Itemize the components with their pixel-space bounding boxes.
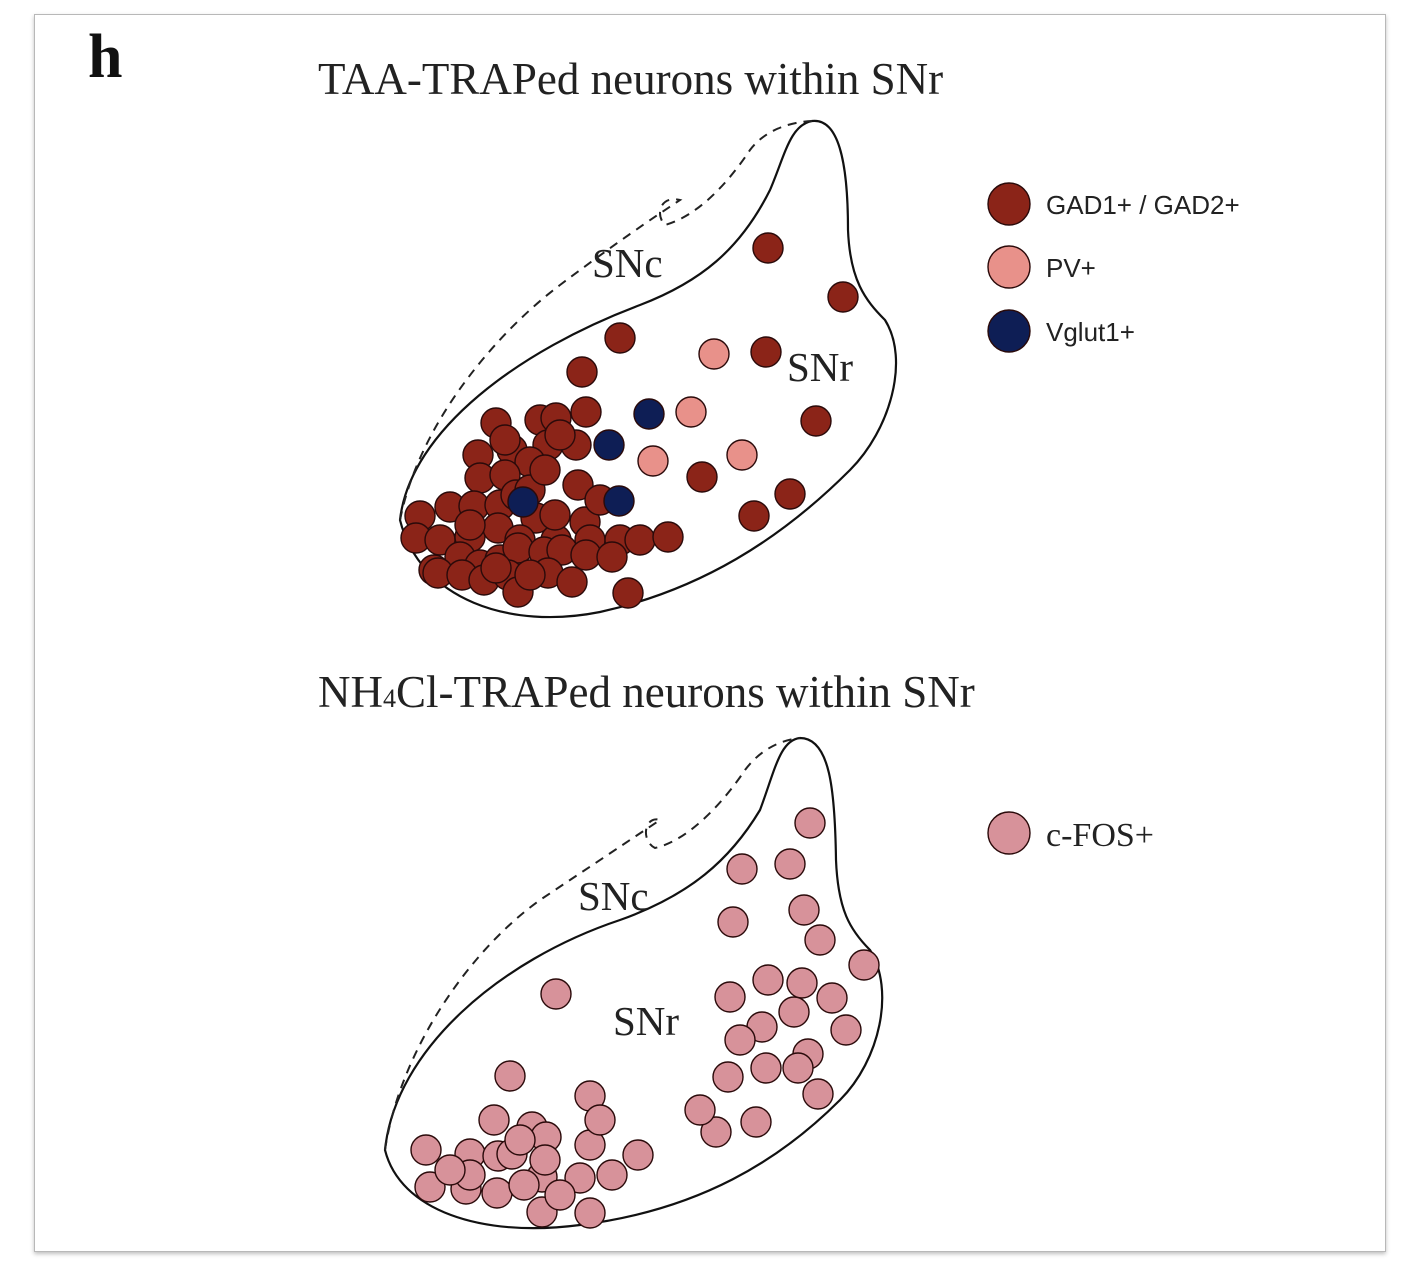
cfos-cell-marker [410,1134,442,1166]
gad-cell-marker [570,396,602,428]
cfos-cell-marker [494,1060,526,1092]
gad-cell-marker [562,469,594,501]
gad-cell-marker [752,232,784,264]
cfos-cell-marker [786,967,818,999]
cfos-cell-marker [752,964,784,996]
cfos-cell-marker [750,1052,782,1084]
cfos-cell-marker [714,981,746,1013]
cfos-cell-marker [504,1124,536,1156]
gad-cell-marker [604,322,636,354]
bottom-snr-outline [383,736,884,1230]
cfos-cell-marker [804,924,836,956]
top-legend: GAD1+ / GAD2+ PV+ Vglut1+ [987,182,1240,353]
cfos-cell-marker [540,978,572,1010]
bottom-title-suffix: Cl-TRAPed neurons within SNr [396,667,975,717]
top-cell-markers [400,232,859,609]
vglut1-cell-marker [507,486,539,518]
pv-cell-marker [675,396,707,428]
bottom-cell-markers [410,807,880,1229]
bottom-panel-title: NH4Cl-TRAPed neurons within SNr [318,667,975,717]
cfos-cell-marker [481,1177,513,1209]
gad-cell-marker [800,405,832,437]
vglut1-cell-marker [593,429,625,461]
cfos-cell-marker [434,1154,466,1186]
cfos-cell-marker [830,1014,862,1046]
cfos-cell-marker [717,906,749,938]
cfos-cell-marker [584,1104,616,1136]
cfos-cell-marker [788,894,820,926]
gad-cell-marker [612,577,644,609]
gad-cell-marker [514,559,546,591]
cfos-cell-marker [740,1106,772,1138]
cfos-cell-marker [414,1171,446,1203]
cfos-cell-marker [508,1169,540,1201]
legend-swatch-pv [987,245,1031,289]
gad-cell-marker [738,500,770,532]
cfos-cell-marker [848,949,880,981]
cfos-cell-marker [726,853,758,885]
bottom-snc-outline [384,737,801,1151]
cfos-cell-marker [596,1159,628,1191]
gad-cell-marker [686,461,718,493]
gad-cell-marker [827,281,859,313]
gad-cell-marker [566,356,598,388]
legend-label-vglut1: Vglut1+ [1046,317,1135,347]
gad-cell-marker [480,552,512,584]
gad-cell-marker [750,336,782,368]
cfos-cell-marker [622,1139,654,1171]
legend-label-gad: GAD1+ / GAD2+ [1046,190,1240,220]
cfos-cell-marker [778,996,810,1028]
legend-swatch-cfos [987,811,1031,855]
gad-cell-marker [454,509,486,541]
top-snr-label: SNr [787,344,853,390]
top-panel-title: TAA-TRAPed neurons within SNr [318,54,943,104]
gad-cell-marker [556,566,588,598]
cfos-cell-marker [724,1024,756,1056]
legend-swatch-gad [987,182,1031,226]
pv-cell-marker [698,338,730,370]
bottom-title-prefix: NH [318,667,383,717]
cfos-cell-marker [544,1179,576,1211]
gad-cell-marker [489,424,521,456]
gad-cell-marker [539,499,571,531]
cfos-cell-marker [700,1116,732,1148]
cfos-cell-marker [794,807,826,839]
cfos-cell-marker [684,1094,716,1126]
pv-cell-marker [726,439,758,471]
legend-swatch-vglut1 [987,309,1031,353]
bottom-snr-label: SNr [613,998,679,1044]
cfos-cell-marker [712,1061,744,1093]
bottom-legend: c-FOS+ [987,811,1154,855]
cfos-cell-marker [774,848,806,880]
gad-cell-marker [544,419,576,451]
gad-cell-marker [774,478,806,510]
panel-label: h [88,23,122,91]
gad-cell-marker [596,541,628,573]
cfos-cell-marker [529,1144,561,1176]
cfos-cell-marker [574,1197,606,1229]
cfos-cell-marker [816,982,848,1014]
top-snc-label: SNc [592,240,663,286]
figure-frame [34,14,1386,1252]
vglut1-cell-marker [603,485,635,517]
top-snc-outline [399,120,813,521]
gad-cell-marker [652,521,684,553]
cfos-cell-marker [478,1104,510,1136]
cfos-cell-marker [782,1052,814,1084]
cfos-cell-marker [802,1078,834,1110]
bottom-title-subscript: 4 [383,684,396,713]
cfos-cell-marker [564,1162,596,1194]
legend-label-cfos: c-FOS+ [1046,817,1154,854]
bottom-snc-label: SNc [578,873,649,919]
gad-cell-marker [624,524,656,556]
gad-cell-marker [529,454,561,486]
pv-cell-marker [637,445,669,477]
vglut1-cell-marker [633,398,665,430]
legend-label-pv: PV+ [1046,253,1096,283]
